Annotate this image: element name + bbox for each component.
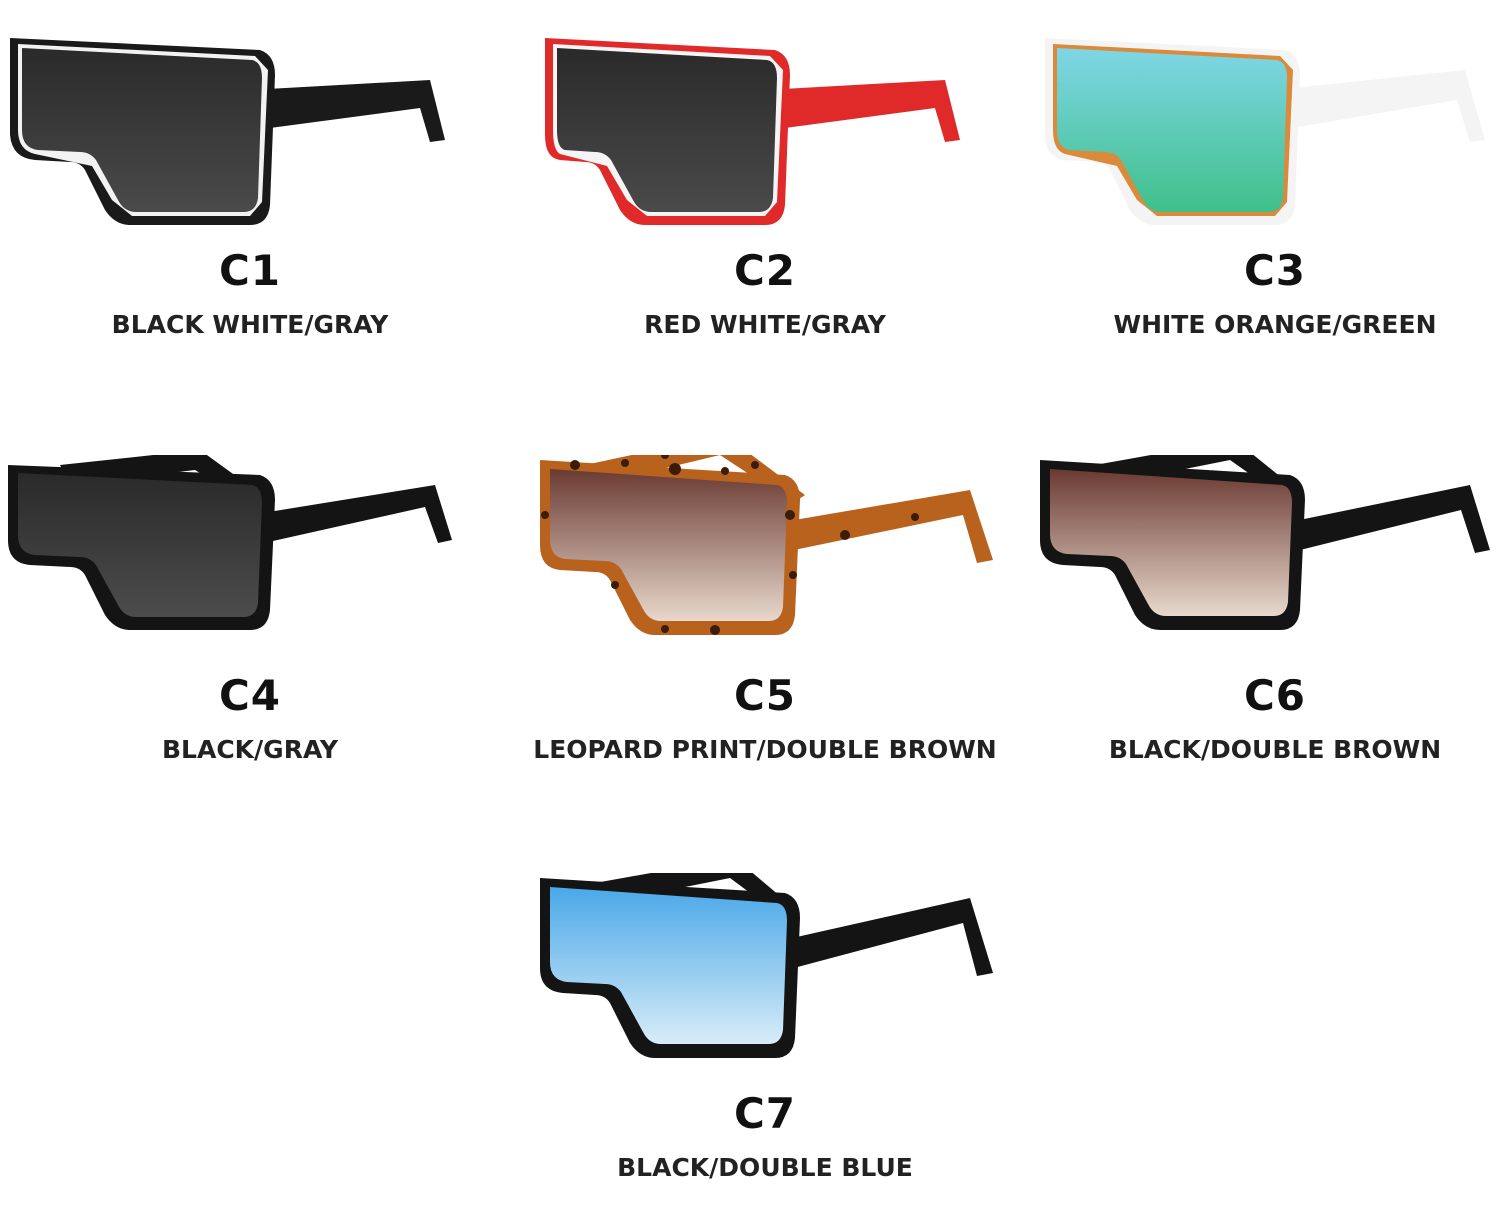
- product-description: RED WHITE/GRAY: [644, 310, 886, 339]
- product-item-c5: C5 LEOPARD PRINT/DOUBLE BROWN: [515, 455, 1015, 795]
- sunglasses-icon: [540, 455, 993, 635]
- product-item-c7: C7 BLACK/DOUBLE BLUE: [515, 873, 1015, 1213]
- product-code: C7: [733, 1089, 797, 1138]
- sunglasses-icon: [10, 38, 445, 225]
- sunglasses-icon: [1040, 455, 1490, 630]
- product-item-c6: C6 BLACK/DOUBLE BROWN: [1025, 455, 1500, 795]
- product-description: LEOPARD PRINT/DOUBLE BROWN: [533, 735, 997, 764]
- sunglasses-icon: [540, 873, 993, 1058]
- product-code: C1: [218, 246, 282, 295]
- product-item-c2: C2 RED WHITE/GRAY: [515, 30, 1015, 370]
- product-description: BLACK WHITE/GRAY: [111, 310, 389, 339]
- product-code: C6: [1243, 671, 1307, 720]
- sunglasses-icon: [1045, 38, 1485, 225]
- product-item-c4: C4 BLACK/GRAY: [0, 455, 500, 795]
- product-item-c1: C1 BLACK WHITE/GRAY: [0, 30, 500, 370]
- product-code: C2: [733, 246, 797, 295]
- product-code: C3: [1243, 246, 1307, 295]
- product-code: C5: [733, 671, 797, 720]
- product-code: C4: [218, 671, 282, 720]
- sunglasses-icon: [545, 38, 960, 225]
- product-description: WHITE ORANGE/GREEN: [1113, 310, 1437, 339]
- product-description: BLACK/DOUBLE BROWN: [1108, 735, 1442, 764]
- product-description: BLACK/DOUBLE BLUE: [617, 1153, 913, 1182]
- product-item-c3: C3 WHITE ORANGE/GREEN: [1025, 30, 1500, 370]
- sunglasses-icon: [8, 455, 452, 630]
- product-description: BLACK/GRAY: [161, 735, 338, 764]
